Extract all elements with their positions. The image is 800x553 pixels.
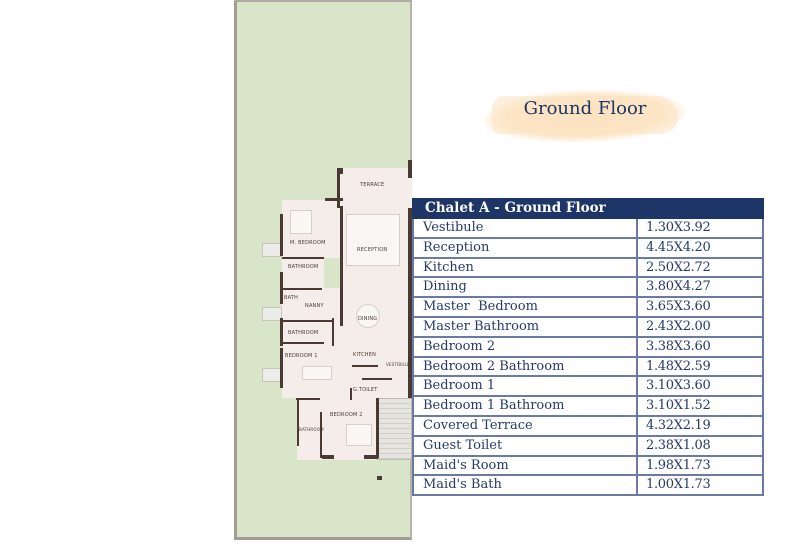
room-size: 2.50X2.72	[646, 259, 711, 275]
table-row: Bedroom 1 Bathroom 3.10X1.52	[412, 397, 764, 417]
room-size: 1.48X2.59	[646, 358, 711, 374]
wall	[280, 272, 283, 304]
table-row: Maid's Bath 1.00X1.73	[412, 476, 764, 497]
room-label-bath: BATH	[284, 295, 299, 301]
wall	[408, 160, 412, 178]
wall	[282, 257, 324, 259]
bed-furniture	[290, 210, 312, 234]
table-row: Vestibule 1.30X3.92	[412, 219, 764, 239]
wall	[320, 412, 322, 458]
wall	[280, 318, 283, 346]
table-row: Bedroom 2 Bathroom 1.48X2.59	[412, 357, 764, 378]
room-name: Kitchen	[414, 258, 638, 277]
wall	[376, 398, 379, 458]
bed-furniture	[302, 366, 332, 380]
room-label-vestibule: VESTIBULE	[386, 362, 410, 367]
wall	[296, 398, 320, 400]
room-name: Dining	[414, 278, 638, 297]
room-size: 1.30X3.92	[646, 220, 711, 235]
wall	[280, 214, 283, 256]
table-row: Guest Toilet 2.38X1.08	[412, 436, 764, 457]
bathroom-area	[282, 258, 324, 288]
table-row: Maid's Room 1.98X1.73	[412, 456, 764, 477]
room-label-kitchen: KITCHEN	[353, 352, 377, 358]
table-row: Dining 3.80X4.27	[412, 278, 764, 299]
room-size: 1.00X1.73	[646, 477, 711, 493]
room-size: 3.10X1.52	[646, 398, 711, 414]
room-name: Covered Terrace	[414, 416, 638, 435]
room-size: 3.10X3.60	[646, 378, 711, 394]
wall	[362, 378, 392, 380]
wall	[332, 318, 334, 346]
wall	[280, 348, 283, 388]
garden-step	[262, 307, 282, 321]
garden-step	[262, 368, 282, 382]
room-label-guest-toilet: G.TOILET	[353, 387, 378, 393]
terrace-area	[338, 168, 412, 208]
table-row: Master Bedroom 3.65X3.60	[412, 298, 764, 318]
room-name: Master Bedroom	[414, 298, 638, 316]
room-label-master-bedroom: M. BEDROOM	[290, 240, 326, 246]
room-size: 2.43X2.00	[646, 318, 711, 334]
wall	[325, 198, 343, 201]
room-name: Maid's Bath	[414, 476, 638, 495]
wall	[282, 320, 334, 322]
dining-table-furniture	[356, 304, 380, 328]
room-label-dining: DINING	[358, 316, 378, 322]
room-label-bathroom: BATHROOM	[288, 330, 319, 336]
room-size: 3.80X4.27	[646, 279, 711, 295]
table-row: Bedroom 2 3.38X3.60	[412, 337, 764, 358]
wall	[282, 342, 324, 344]
room-label-bedroom-1: BEDROOM 1	[285, 353, 318, 359]
wall	[408, 208, 412, 398]
room-dimensions-table: Chalet A - Ground Floor Vestibule 1.30X3.…	[412, 198, 764, 497]
bed-furniture	[346, 424, 372, 446]
wall	[364, 455, 378, 459]
room-size: 2.38X1.08	[646, 437, 711, 453]
room-name: Maid's Room	[414, 456, 638, 475]
table-row: Reception 4.45X4.20	[412, 238, 764, 259]
table-row: Covered Terrace 4.32X2.19	[412, 416, 764, 437]
garden-step	[262, 243, 282, 257]
room-name: Reception	[414, 238, 638, 257]
room-name: Vestibule	[414, 219, 638, 237]
room-name: Bedroom 1 Bathroom	[414, 397, 638, 415]
room-label-nanny: NANNY	[305, 303, 324, 309]
wall	[282, 288, 322, 290]
room-name: Master Bathroom	[414, 317, 638, 336]
table-row: Kitchen 2.50X2.72	[412, 258, 764, 279]
wall	[377, 476, 382, 480]
stairs	[377, 398, 412, 460]
room-name: Guest Toilet	[414, 436, 638, 455]
room-name: Bedroom 1	[414, 377, 638, 396]
room-name: Bedroom 2 Bathroom	[414, 357, 638, 376]
title-brush-stroke-inner	[492, 96, 678, 134]
wall	[350, 388, 352, 400]
room-label-terrace: TERRACE	[360, 182, 385, 188]
room-size: 3.65X3.60	[646, 299, 711, 315]
room-label-bathroom: BATHROOM	[288, 264, 319, 270]
room-size: 4.32X2.19	[646, 417, 711, 433]
room-label-bedroom-2: BEDROOM 2	[330, 412, 363, 418]
plot-top-border	[234, 0, 412, 2]
table-row: Bedroom 1 3.10X3.60	[412, 377, 764, 398]
wall	[340, 206, 343, 326]
room-size: 3.38X3.60	[646, 338, 711, 354]
sofa-furniture	[346, 214, 400, 266]
room-size: 1.98X1.73	[646, 457, 711, 473]
room-label-bathroom: BATHROOM	[299, 427, 324, 432]
table-title: Chalet A - Ground Floor	[412, 198, 764, 219]
table-row: Master Bathroom 2.43X2.00	[412, 317, 764, 338]
wall	[337, 168, 340, 208]
wall	[352, 365, 378, 367]
room-name: Bedroom 2	[414, 337, 638, 356]
wall	[322, 455, 334, 459]
wall	[337, 168, 343, 174]
page-title: Ground Floor	[523, 98, 647, 119]
wall	[297, 398, 299, 446]
room-label-reception: RECEPTION	[357, 247, 388, 253]
room-size: 4.45X4.20	[646, 239, 711, 255]
